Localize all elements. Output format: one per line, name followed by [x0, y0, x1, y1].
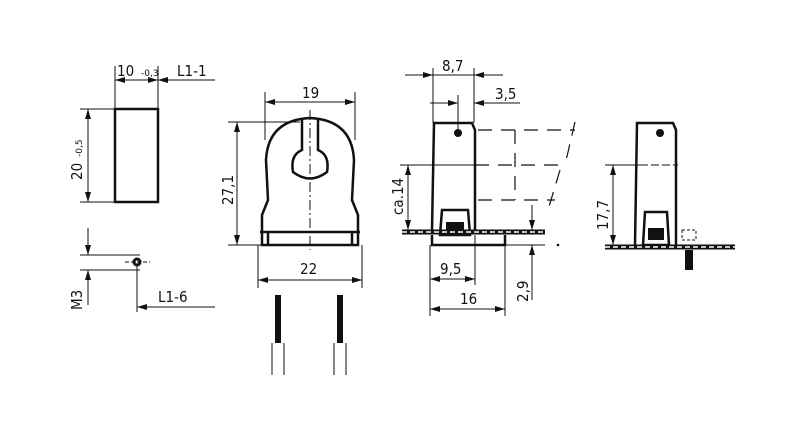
plate-thickness-label: 2,9 — [514, 281, 532, 302]
side-height-label: ca.14 — [389, 178, 407, 215]
side-view: 8,7 3,5 ca.14 9,5 16 2,9 — [389, 57, 576, 316]
mounted-height-label: 17,7 — [594, 200, 612, 230]
screw-view: M3 L1-6 — [68, 228, 215, 312]
front-base-width-label: 22 — [300, 260, 317, 278]
contact-pin — [275, 295, 281, 343]
side-total-depth-label: 16 — [460, 290, 477, 308]
side-width-label: 8,7 — [442, 57, 463, 75]
cover-height-label: 20 — [68, 163, 86, 180]
side-offset-label: 3,5 — [495, 85, 516, 103]
cover-height-tolerance: -0,5 — [75, 139, 85, 157]
front-height-label: 27,1 — [219, 175, 237, 205]
cover-width-ref: L1-1 — [177, 62, 207, 80]
screw-ref-label: L1-6 — [158, 288, 188, 306]
front-view: 19 27,1 22 — [219, 84, 363, 375]
cover-width-tolerance: -0,3 — [141, 69, 159, 79]
mounted-outline — [633, 121, 678, 246]
cover-outline — [113, 107, 160, 204]
front-top-width-label: 19 — [302, 84, 319, 102]
cover-view: 10 -0,3 L1-1 20 -0,5 — [68, 62, 215, 204]
cover-width-label: 10 — [117, 62, 134, 80]
thread-label: M3 — [68, 290, 86, 310]
side-outline — [430, 121, 477, 231]
side-base-depth-label: 9,5 — [440, 260, 461, 278]
contact-pin — [337, 295, 343, 343]
side-mounted-view: 17,7 — [594, 121, 735, 270]
